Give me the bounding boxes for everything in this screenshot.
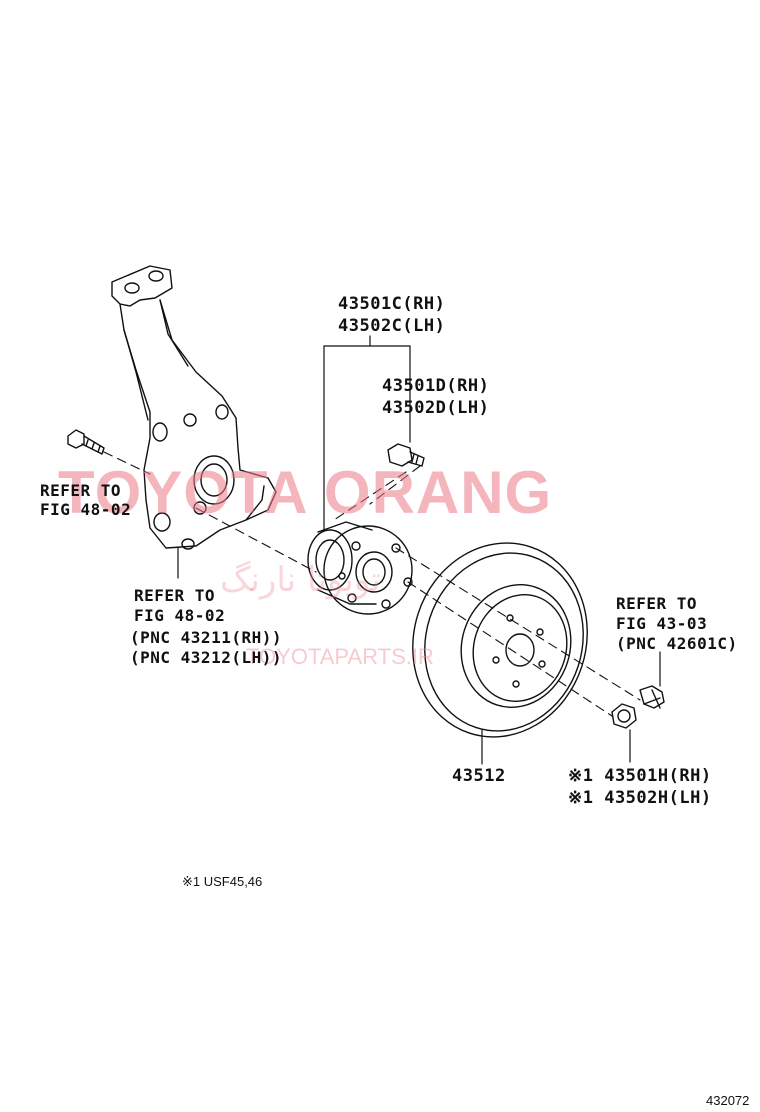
- label-refer-right-1: REFER TO: [616, 594, 698, 613]
- watermark-site: TOYOTAPARTS.IR: [246, 644, 434, 669]
- footnote: ※1 USF45,46: [182, 874, 263, 889]
- label-refer-right-2: FIG 43-03: [616, 614, 708, 633]
- label-nut-rh: ※1 43501H(RH): [568, 766, 712, 786]
- wheel-stud: [639, 685, 665, 709]
- hub-leader-bracket: [323, 335, 411, 531]
- label-hub-bolt-lh: 43502D(LH): [382, 398, 490, 418]
- assembly-dashed-lines: [103, 451, 641, 717]
- label-hub-assy-lh: 43502C(LH): [338, 316, 446, 336]
- label-hub-bolt-rh: 43501D(RH): [382, 376, 490, 396]
- hub-bolt: [387, 443, 425, 467]
- hub-nut: [611, 703, 637, 763]
- hub-bearing-assy: [307, 521, 413, 615]
- label-pnc-knuckle-rh: (PNC 43211(RH)): [130, 628, 282, 647]
- label-pnc-knuckle-lh: (PNC 43212(LH)): [130, 648, 282, 667]
- label-pnc-right: (PNC 42601C): [616, 634, 738, 653]
- brake-disc: [412, 542, 588, 765]
- label-refer-knuckle-1: REFER TO: [134, 586, 216, 605]
- figure-code: 432072: [706, 1093, 750, 1108]
- label-nut-lh: ※1 43502H(LH): [568, 788, 712, 808]
- label-hub-assy-rh: 43501C(RH): [338, 294, 446, 314]
- label-refer-knuckle-2: FIG 48-02: [134, 606, 226, 625]
- steering-knuckle: [111, 265, 277, 579]
- knuckle-bolt: [67, 429, 105, 455]
- label-refer-left-1: REFER TO: [40, 481, 122, 500]
- label-refer-left-2: FIG 48-02: [40, 500, 132, 519]
- watermark-main: TOYOTA ORANG: [58, 459, 553, 526]
- watermark-persian: تویوتا نارنگ: [220, 560, 381, 600]
- label-disc: 43512: [452, 766, 506, 786]
